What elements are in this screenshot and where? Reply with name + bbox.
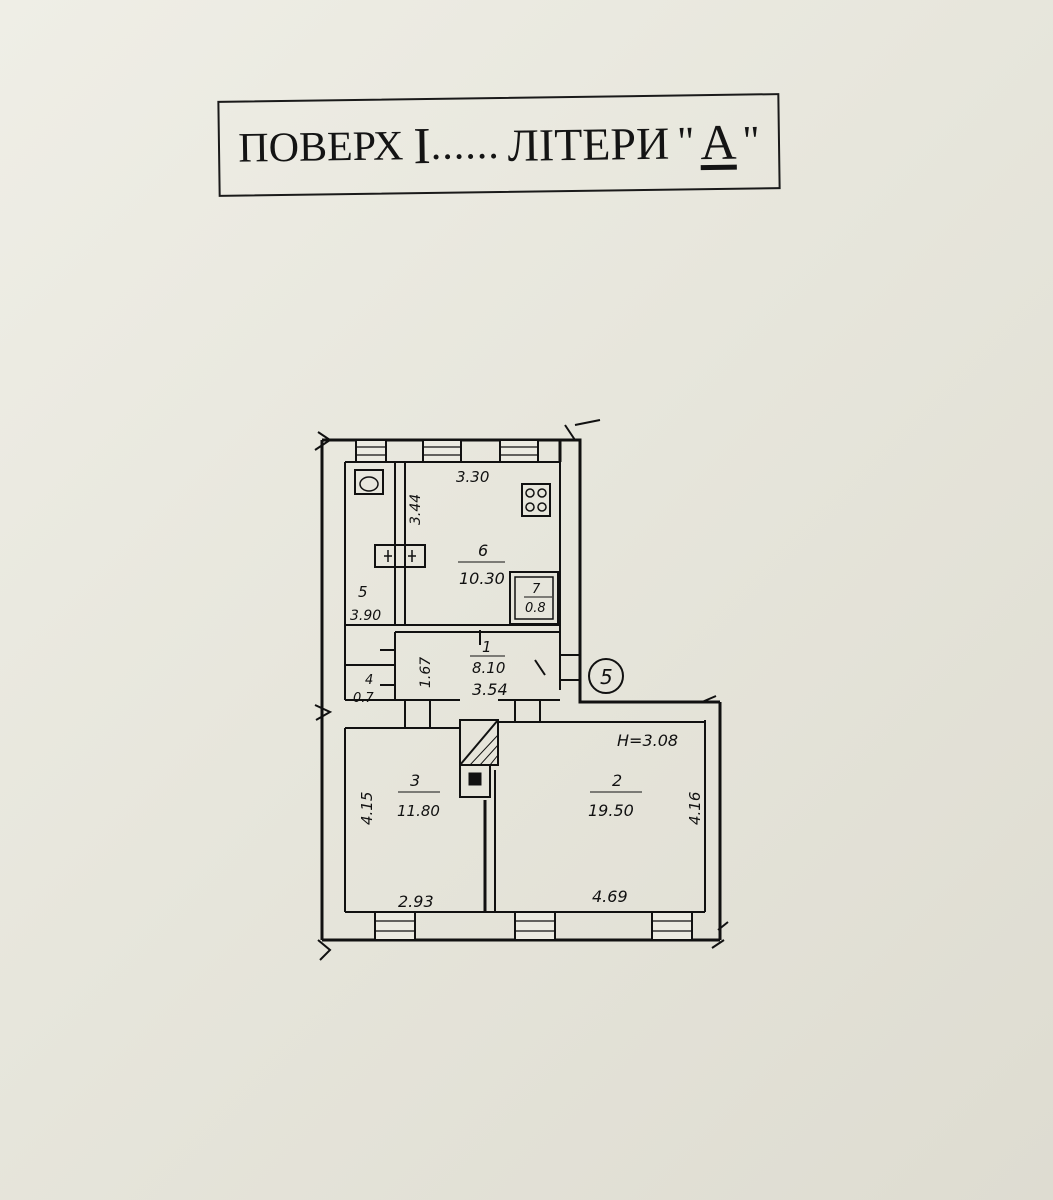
window-icon: [355, 439, 387, 463]
dim-room3-depth: 4.15: [358, 792, 376, 825]
room5-number: 5: [358, 583, 368, 601]
dim-room2-depth: 4.16: [686, 792, 704, 825]
room3-area: 11.80: [397, 802, 440, 820]
windows: [355, 439, 693, 941]
dim-kitchen-width: 3.30: [456, 468, 489, 486]
window-icon: [499, 439, 539, 463]
room4-area: 0.7: [353, 691, 374, 706]
room6-area: 10.30: [459, 569, 505, 588]
window-icon: [514, 911, 556, 941]
window-icon: [422, 439, 462, 463]
dim-hall-depth: 1.67: [418, 657, 434, 688]
window-icon: [651, 911, 693, 941]
room6-number: 6: [478, 541, 488, 560]
apartment-marker-label: 5: [600, 665, 613, 689]
dim-room2-width: 4.69: [592, 887, 628, 906]
break-mark: [314, 431, 332, 451]
break-mark: [317, 939, 332, 961]
ceiling-height: H=3.08: [617, 731, 678, 750]
break-mark: [711, 921, 729, 949]
apartment-marker: [588, 658, 624, 694]
wall-right-outer: [560, 438, 720, 704]
room4-number: 4: [365, 673, 373, 688]
room1-area: 8.10: [472, 659, 505, 677]
room1-number: 1: [482, 638, 492, 656]
stove-icon: [521, 483, 551, 517]
sink-icon: [374, 544, 426, 568]
toilet-icon: [354, 469, 384, 495]
break-mark: [701, 695, 717, 703]
break-mark: [564, 419, 601, 441]
room5-area: 3.90: [350, 608, 381, 624]
room2-area: 19.50: [588, 801, 634, 820]
room3-number: 3: [410, 771, 420, 790]
room7-number: 7: [532, 582, 541, 597]
room2-number: 2: [612, 771, 622, 790]
dim-kitchen-depth: 3.44: [408, 494, 424, 525]
window-icon: [374, 911, 416, 941]
dim-room3-width: 2.93: [398, 892, 434, 911]
dim-hall-width: 3.54: [472, 680, 508, 699]
pantry-room7: [509, 571, 559, 625]
room7-area: 0.8: [525, 601, 546, 616]
break-mark: [314, 704, 333, 721]
